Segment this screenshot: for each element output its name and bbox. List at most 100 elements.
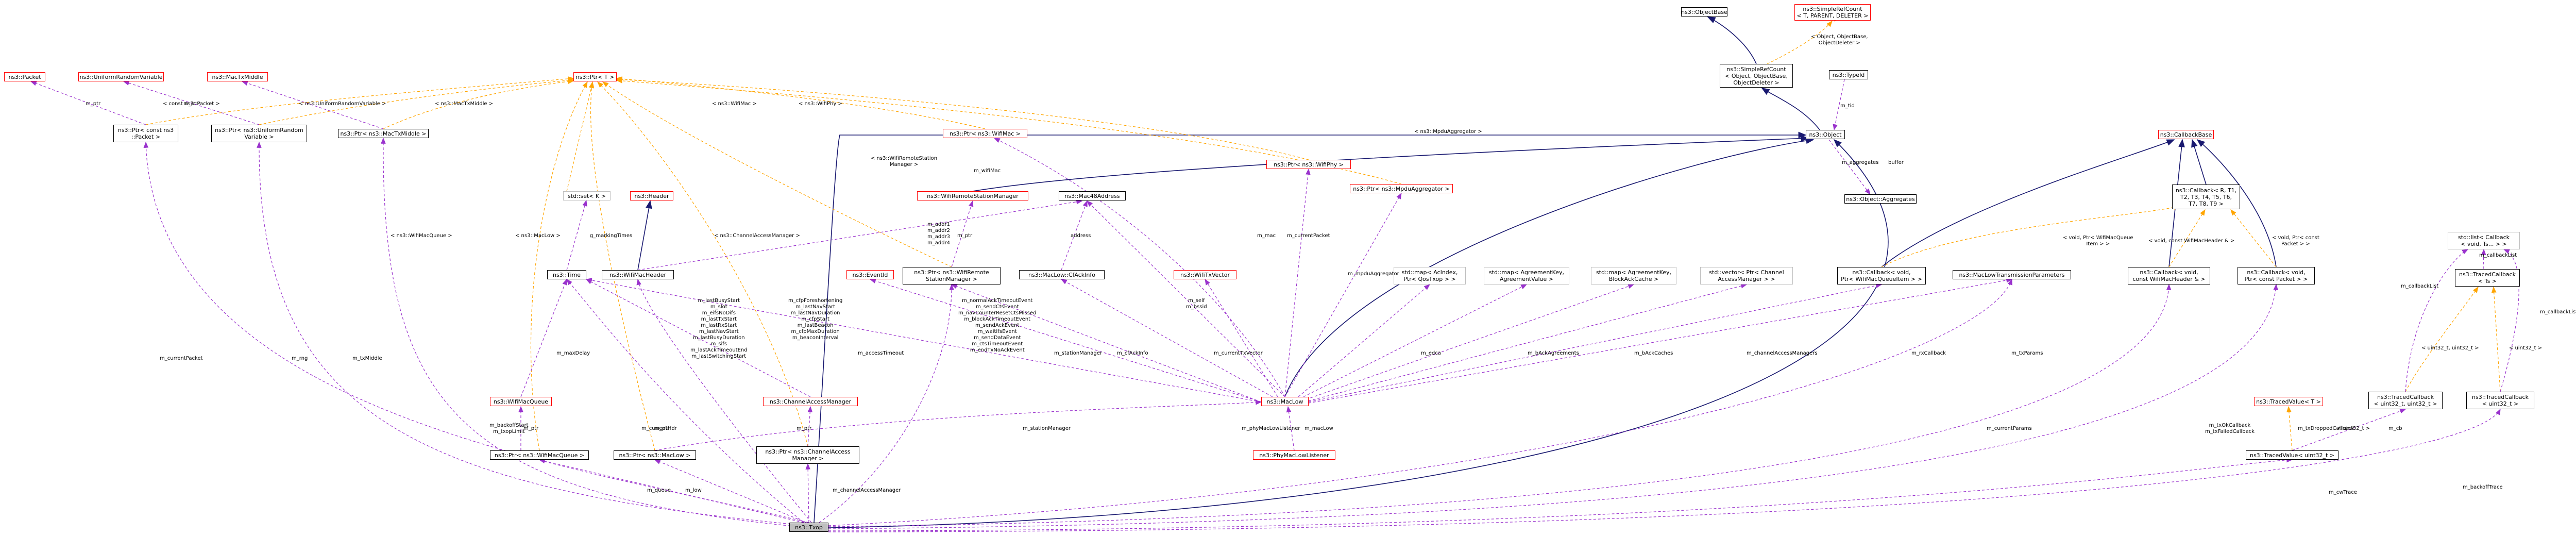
edge-ptrmtm-mactxmiddle <box>241 80 384 129</box>
node-ptr-urv[interactable]: ns3::Ptr< ns3::UniformRandom Variable > <box>211 125 307 142</box>
node-objectbase[interactable]: ns3::ObjectBase <box>1681 7 1727 16</box>
edge-label-marking: g_markingTimes <box>590 233 633 239</box>
node-object-aggregates[interactable]: ns3::Object::Aggregates <box>1844 194 1917 204</box>
node-simplerefcount-template[interactable]: ns3::SimpleRefCount < T, PARENT, DELETER… <box>1794 4 1871 21</box>
node-txop[interactable]: ns3::Txop <box>789 523 828 532</box>
node-tracedcallback-u32u32[interactable]: ns3::TracedCallback < uint32_t, uint32_t… <box>2368 392 2443 409</box>
edge-ptr-cam <box>807 406 813 447</box>
edge-self <box>1087 200 1285 397</box>
edge-label-cfp: m_cfpForeshortening m_lastNavStart m_las… <box>788 298 843 341</box>
node-map-blockack[interactable]: std::map< AgreementKey, BlockAckCache > <box>1591 267 1676 284</box>
node-wifimacqueue[interactable]: ns3::WifiMacQueue <box>490 397 552 406</box>
edge-ptrpacket-ptrt <box>145 76 574 125</box>
node-ptr-channelaccessmanager[interactable]: ns3::Ptr< ns3::ChannelAccess Manager > <box>756 446 859 464</box>
edge-address <box>1061 200 1088 271</box>
node-wifiremotestationmanager[interactable]: ns3::WifiRemoteStationManager <box>917 191 1028 200</box>
edge-label-ptr-packet: m_ptr <box>86 101 101 107</box>
edge-label-cwtrace: m_cwTrace <box>2329 490 2357 495</box>
edge-cb <box>2292 409 2406 451</box>
edge-label-txparams: m_txParams <box>2011 350 2043 356</box>
node-ptr-t[interactable]: ns3::Ptr< T > <box>573 72 617 81</box>
edge-ptrmpdu-ptrt <box>616 78 1402 185</box>
node-maclowtransmissionparameters[interactable]: ns3::MacLowTransmissionParameters <box>1953 270 2071 279</box>
edge-label-stationmanager-maclow: m_stationManager <box>1054 350 1102 356</box>
edge-label-channelaccessmanager: m_channelAccessManager <box>833 488 901 493</box>
node-phymaclowlistener[interactable]: ns3::PhyMacLowListener <box>1253 450 1335 460</box>
node-tracedvalue-u32[interactable]: ns3::TracedValue< uint32_t > <box>2246 450 2338 460</box>
edge-ptrwrsm-ptrt <box>602 81 952 267</box>
edge-label-callbacklist-3: m_callbackList <box>2540 309 2576 315</box>
node-channelaccessmanager[interactable]: ns3::ChannelAccessManager <box>763 397 858 406</box>
edge-wrsm-object <box>972 135 1809 192</box>
edge-ptrwifiphy-ptrt <box>616 77 1309 160</box>
node-mac48address[interactable]: ns3::Mac48Address <box>1059 191 1126 200</box>
node-callback-template[interactable]: ns3::Callback< R, T1, T2, T3, T4, T5, T6… <box>2172 185 2240 209</box>
edge-rxcallback <box>1308 283 1883 403</box>
node-simplerefcount[interactable]: ns3::SimpleRefCount < Object, ObjectBase… <box>1720 64 1793 88</box>
edge-label-times: m_lastBusyStart m_slot m_eifsNoDifs m_la… <box>690 298 748 359</box>
edge-set-ptr <box>566 81 594 192</box>
edge-label-maclow: m_macLow <box>1304 426 1333 431</box>
node-ptr-wifiphy[interactable]: ns3::Ptr< ns3::WifiPhy > <box>1266 160 1351 169</box>
node-typeid[interactable]: ns3::TypeId <box>1829 70 1868 79</box>
edge-ptrmaclow-ptrt <box>589 81 655 451</box>
edge-queue <box>538 458 804 523</box>
node-std-set[interactable]: std::set< K > <box>563 191 611 200</box>
node-ptr-mpduaggregator[interactable]: ns3::Ptr< ns3::MpduAggregator > <box>1350 184 1453 193</box>
node-mactxmiddle[interactable]: ns3::MacTxMiddle <box>207 72 268 81</box>
node-map-acindex[interactable]: std::map< AcIndex, Ptr< QosTxop > > <box>1394 267 1466 284</box>
edge-label-channelaccessmanagers: m_channelAccessManagers <box>1747 350 1818 356</box>
edge-cblist <box>2481 248 2486 270</box>
node-maclow[interactable]: ns3::MacLow <box>1261 397 1309 406</box>
node-tracedcallback-ts[interactable]: ns3::TracedCallback < Ts > <box>2455 269 2520 287</box>
edge-txok <box>828 283 2172 527</box>
edge-ptrcam-ptrt <box>597 81 808 447</box>
edge-label-u32: < uint32_t > <box>2509 345 2543 351</box>
node-callback-wifimacheader[interactable]: ns3::Callback< void, const WifiMacHeader… <box>2128 267 2210 284</box>
edge-label-void-packet: < void, Ptr< const Packet > > <box>2272 235 2319 247</box>
node-map-agreement[interactable]: std::map< AgreementKey, AgreementValue > <box>1484 267 1569 284</box>
node-ptr-maclow[interactable]: ns3::Ptr< ns3::MacLow > <box>614 450 696 460</box>
edge-label-tpl-maclow: < ns3::MacLow > <box>515 233 561 239</box>
node-header[interactable]: ns3::Header <box>630 191 673 200</box>
node-callback-wifimacqueueitem[interactable]: ns3::Callback< void, Ptr< WifiMacQueueIt… <box>1837 267 1926 284</box>
edge-channelaccessmanager <box>805 463 810 523</box>
node-ptr-mactxmiddle[interactable]: ns3::Ptr< ns3::MacTxMiddle > <box>338 129 429 138</box>
node-ptr-packet[interactable]: ns3::Ptr< const ns3 ::Packet > <box>113 125 178 142</box>
node-vector-cam[interactable]: std::vector< Ptr< Channel AccessManager … <box>1700 267 1793 284</box>
node-tracedcallback-u32[interactable]: ns3::TracedCallback < uint32_t > <box>2466 392 2534 409</box>
node-callbackbase[interactable]: ns3::CallbackBase <box>2158 130 2214 139</box>
edge-tc1-tcts <box>2491 286 2501 392</box>
node-ptr-wrsm[interactable]: ns3::Ptr< ns3::WifiRemote StationManager… <box>903 267 1001 284</box>
edge-label-ptr-wrsm: m_ptr <box>957 233 973 239</box>
edge-label-ptr-queue: m_ptr <box>523 426 539 431</box>
node-eventid[interactable]: ns3::EventId <box>846 270 894 279</box>
node-time[interactable]: ns3::Time <box>547 270 586 279</box>
edge-addr <box>637 199 1083 271</box>
node-tracedvalue-t[interactable]: ns3::TracedValue< T > <box>2254 397 2323 406</box>
node-wifimacheader[interactable]: ns3::WifiMacHeader <box>602 270 674 279</box>
edge-label-u32u32: < uint32_t, uint32_t > <box>2421 345 2479 351</box>
edge-label-ptr-urv: m_ptr <box>183 101 199 107</box>
node-uniformrandomvariable[interactable]: ns3::UniformRandomVariable <box>78 72 164 81</box>
node-ptr-wifimacqueue[interactable]: ns3::Ptr< ns3::WifiMacQueue > <box>490 450 589 460</box>
edge-cwtrace <box>828 457 2293 531</box>
edge-ptrurv-urv <box>123 80 260 125</box>
node-wifitxvector[interactable]: ns3::WifiTxVector <box>1174 270 1236 279</box>
node-std-list-callback[interactable]: std::list< Callback < void, Ts... > > <box>2448 232 2520 249</box>
edge-maclow-txvector <box>1205 278 1278 397</box>
edge-label-txmiddle: m_txMiddle <box>352 356 382 361</box>
edge-mpdu-maclow <box>1284 192 1402 397</box>
edge-label-aggregates: m_aggregates <box>1842 160 1879 165</box>
edge-object-simplerefcount <box>1761 88 1820 130</box>
node-callback-packet[interactable]: ns3::Callback< void, Ptr< const Packet >… <box>2238 267 2315 284</box>
edge-cam-time <box>585 279 811 397</box>
node-maclow-cfackinfo[interactable]: ns3::MacLow::CfAckInfo <box>1019 270 1105 279</box>
node-ptr-wifimac[interactable]: ns3::Ptr< ns3::WifiMac > <box>943 129 1027 138</box>
node-packet[interactable]: ns3::Packet <box>4 72 45 81</box>
edge-cblist-2 <box>2405 249 2469 392</box>
edge-label-cfackinfo: m_cfAckInfo <box>1117 350 1148 356</box>
edge-label-addr: m_addr1 m_addr2 m_addr3 m_addr4 <box>927 222 951 246</box>
node-object[interactable]: ns3::Object <box>1806 130 1845 139</box>
